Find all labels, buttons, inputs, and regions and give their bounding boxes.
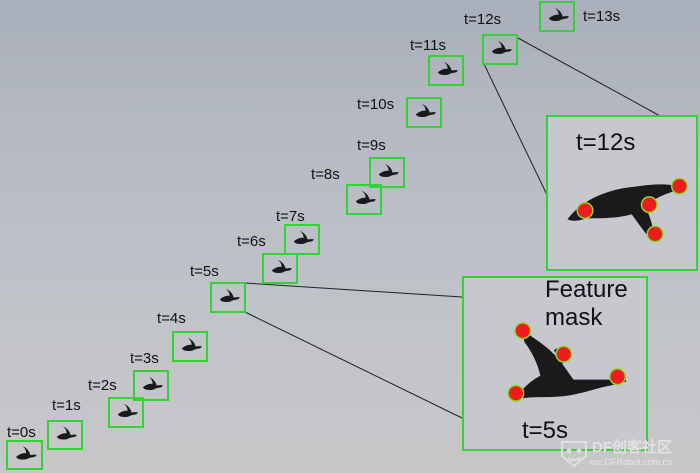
- time-label-9: t=9s: [357, 137, 386, 154]
- bird-silhouette: [549, 7, 569, 22]
- bird-box-5: [210, 282, 246, 313]
- bird-silhouette: [356, 190, 376, 205]
- bird-box-0: [6, 440, 43, 470]
- bird-box-12: [482, 34, 518, 65]
- zoom-label-t5: t=5s: [522, 417, 569, 444]
- zoomed-bird-t12: [567, 177, 688, 243]
- time-label-13: t=13s: [583, 8, 621, 25]
- bird-box-8: [346, 184, 382, 215]
- bird-box-7: [284, 224, 320, 255]
- bird-box-1: [47, 420, 83, 450]
- watermark-url: mc.DFRobot.com.cn: [590, 457, 673, 467]
- time-label-3: t=3s: [130, 350, 159, 367]
- zoom-view-t5: t=5s: [462, 276, 648, 451]
- time-label-6: t=6s: [237, 233, 266, 250]
- bird-silhouette: [492, 40, 512, 55]
- bird-box-10: [406, 97, 442, 128]
- bird-silhouette: [272, 259, 292, 274]
- time-label-11: t=11s: [410, 37, 446, 54]
- bird-silhouette: [379, 163, 399, 178]
- time-label-10: t=10s: [357, 96, 395, 113]
- bird-silhouette: [118, 403, 138, 418]
- bird-silhouette: [220, 288, 240, 303]
- zoomed-bird-t5: [507, 322, 627, 402]
- bird-box-2: [108, 397, 144, 428]
- bird-box-3: [133, 370, 169, 401]
- time-label-8: t=8s: [311, 166, 340, 183]
- feature-label-line-1: Feature: [545, 276, 628, 303]
- watermark: DF创客社区 mc.DFRobot.com.cn: [556, 436, 696, 470]
- time-label-0: t=0s: [7, 424, 36, 441]
- bird-silhouette: [143, 376, 163, 391]
- time-label-7: t=7s: [276, 208, 305, 225]
- bird-box-13: [539, 1, 575, 32]
- dfrobot-logo-icon: [561, 441, 587, 468]
- bird-box-9: [369, 157, 405, 188]
- bird-box-4: [172, 331, 208, 362]
- zoom-label-t12: t=12s: [576, 129, 636, 156]
- bird-silhouette: [294, 230, 314, 245]
- bird-silhouette: [416, 103, 436, 118]
- zoom-view-t12: t=12s: [546, 115, 698, 271]
- bird-silhouette: [438, 61, 458, 76]
- bird-silhouette: [16, 445, 37, 460]
- time-label-5: t=5s: [190, 263, 219, 280]
- feature-label-line-2: mask: [545, 304, 603, 331]
- time-label-1: t=1s: [52, 397, 81, 414]
- feature-mask-label: Feature mask: [545, 276, 655, 332]
- bird-silhouette: [57, 426, 77, 440]
- time-label-4: t=4s: [157, 310, 186, 327]
- time-label-2: t=2s: [88, 377, 117, 394]
- time-label-12: t=12s: [464, 11, 502, 28]
- watermark-brand: DF创客社区: [592, 439, 672, 456]
- bird-silhouette: [182, 337, 202, 352]
- bird-box-6: [262, 253, 298, 284]
- bird-box-11: [428, 55, 464, 86]
